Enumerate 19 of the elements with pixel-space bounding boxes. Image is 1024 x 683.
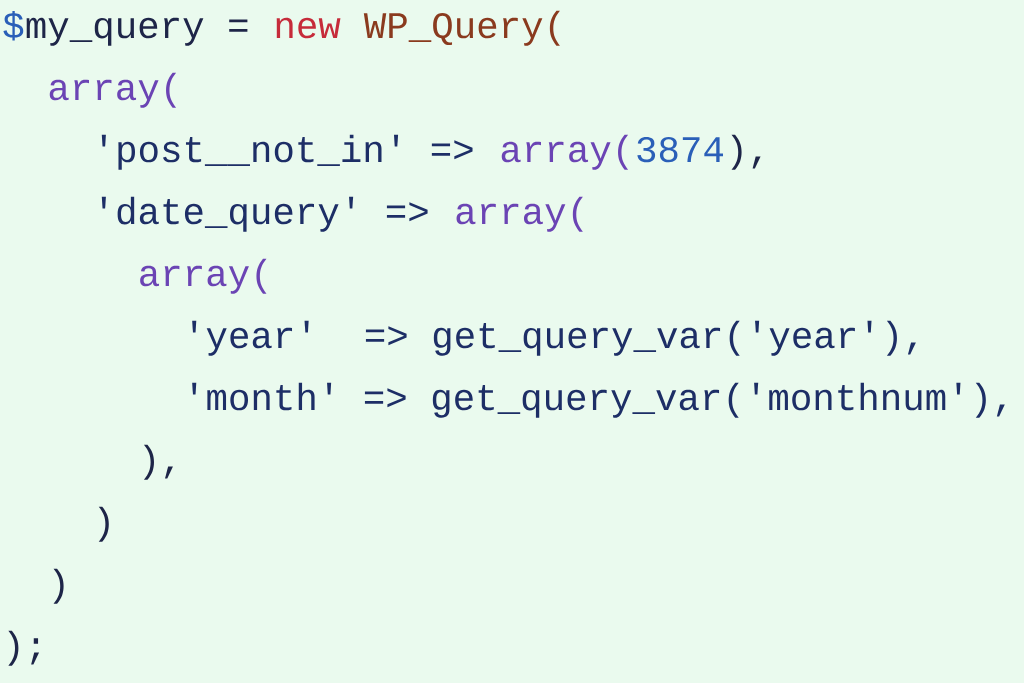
code-text: array( <box>140 258 267 294</box>
code-text: ) <box>53 568 64 604</box>
code-text: $ <box>3 10 24 41</box>
code-text: 'post__not_in' => <box>101 134 473 170</box>
code-text: ), <box>731 134 761 170</box>
code-text: 'date_query' => <box>101 196 428 232</box>
code-text: 3874 <box>637 136 723 163</box>
code-text: 'month' => get_query_var('monthnum'), <box>192 382 1005 418</box>
code-text: array( <box>501 134 629 170</box>
code-text: WP_Query( <box>363 10 560 46</box>
code-text: array( <box>456 196 583 232</box>
code-text: ) <box>98 506 109 542</box>
code-text: array( <box>49 72 177 108</box>
code-text: => get_query_var('year'), <box>365 320 916 356</box>
code-text: 'year' <box>192 320 309 356</box>
code-text: ); <box>8 630 40 666</box>
code-text: my_query = <box>26 17 248 46</box>
code-text: ), <box>143 444 173 480</box>
code-text: new <box>276 17 341 39</box>
